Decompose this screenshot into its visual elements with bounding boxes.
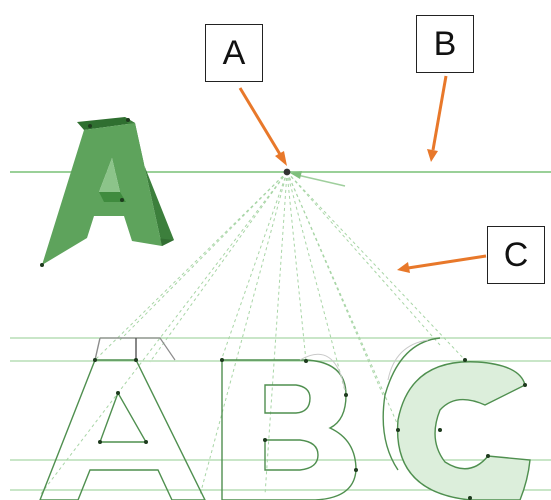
callout-a: A — [205, 24, 263, 82]
shaded-letter-c — [382, 337, 531, 500]
callout-b: B — [416, 15, 474, 73]
arrow-b — [427, 75, 448, 162]
annotation-arrows — [238, 75, 487, 273]
solid-letter-a — [40, 117, 174, 267]
vanishing-rays — [39, 171, 466, 496]
callout-c: C — [487, 226, 545, 284]
arrow-c — [397, 254, 487, 273]
arrow-a — [238, 87, 287, 166]
outline-letter-b — [220, 353, 358, 500]
vanishing-point — [283, 168, 346, 187]
callout-c-label: C — [503, 235, 529, 274]
callout-a-label: A — [222, 33, 246, 72]
callout-b-label: B — [433, 24, 457, 63]
outline-letter-a — [39, 337, 206, 500]
